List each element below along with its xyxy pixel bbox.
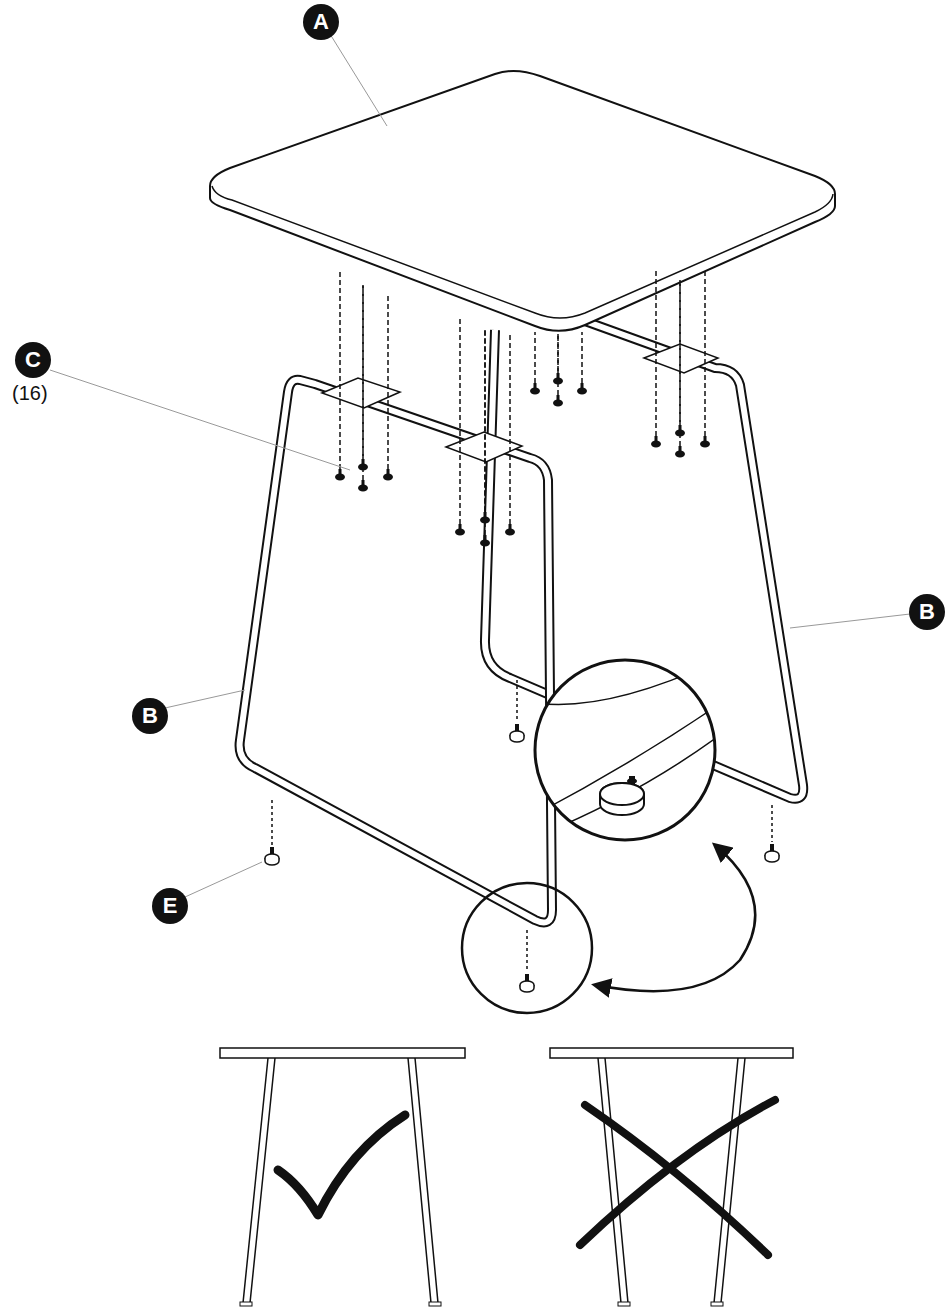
callout-letter: B <box>909 594 945 630</box>
table-edge <box>212 186 833 318</box>
zoom-detail <box>520 650 740 835</box>
side-view-correct <box>220 1048 465 1306</box>
callout-letter: B <box>132 698 168 734</box>
screw <box>335 373 710 547</box>
side-view-incorrect <box>550 1048 793 1306</box>
quantity-label: (16) <box>12 382 48 404</box>
table-top <box>210 71 835 331</box>
mounting-plate <box>322 344 718 462</box>
zoom-circle <box>462 883 592 1013</box>
leader-line <box>50 34 910 897</box>
callout-letter: A <box>303 4 339 40</box>
screw-path <box>340 268 705 535</box>
zoom-arrow <box>595 845 755 991</box>
callout-letter: C <box>15 342 51 378</box>
frame-tube-inner <box>240 380 552 923</box>
frame-tube <box>240 380 552 923</box>
zoom-circle <box>535 660 715 840</box>
callout-letter: E <box>152 888 188 924</box>
